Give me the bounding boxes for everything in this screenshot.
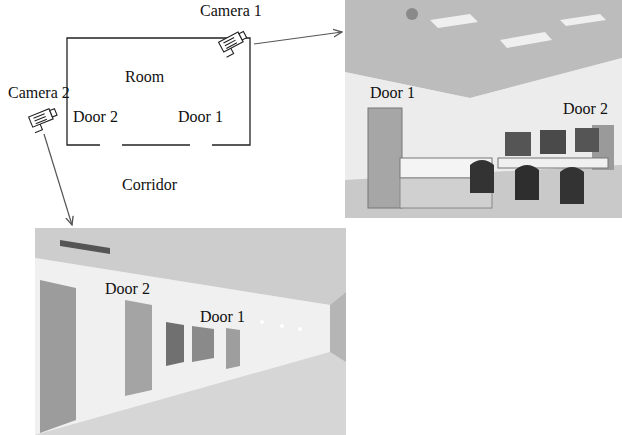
camera-label: Camera 1 (200, 2, 262, 20)
view-arrow (254, 32, 342, 44)
label-slot: Camera 2 (8, 84, 70, 102)
text-slot: Room (125, 68, 164, 86)
camera-icon (29, 107, 60, 133)
text-slot: Door 1 (200, 308, 245, 326)
room-photo (345, 0, 622, 218)
area-label: Corridor (122, 176, 177, 194)
door-label: Door 1 (200, 308, 245, 326)
door-label: Door 2 (105, 280, 150, 298)
text-slot: Door 2 (105, 280, 150, 298)
text-slot: Door 1 (370, 84, 415, 102)
door-label: Door 2 (563, 100, 608, 118)
door-label: Door 1 (370, 84, 415, 102)
room-label: Room (125, 68, 164, 86)
text-slot: Door 2 (73, 108, 118, 126)
label-slot: Corridor (122, 176, 177, 194)
room-box: RoomDoor 2 Door 1 (67, 38, 250, 145)
corridor-photo (35, 228, 346, 435)
room-outline (67, 38, 250, 145)
view-arrow (44, 134, 72, 225)
text-slot: Door 2 (563, 100, 608, 118)
corridor-photo-frame: Door 2 Door 1 (35, 228, 346, 435)
room-photo-frame: Door 1 Door 2 (345, 0, 622, 218)
label-slot: Camera 1 (200, 2, 262, 20)
text-slot: Door 1 (178, 108, 223, 126)
camera-icon (219, 30, 251, 58)
door-label: Door 2 (73, 108, 118, 126)
camera-label: Camera 2 (8, 84, 70, 102)
door-label: Door 1 (178, 108, 223, 126)
